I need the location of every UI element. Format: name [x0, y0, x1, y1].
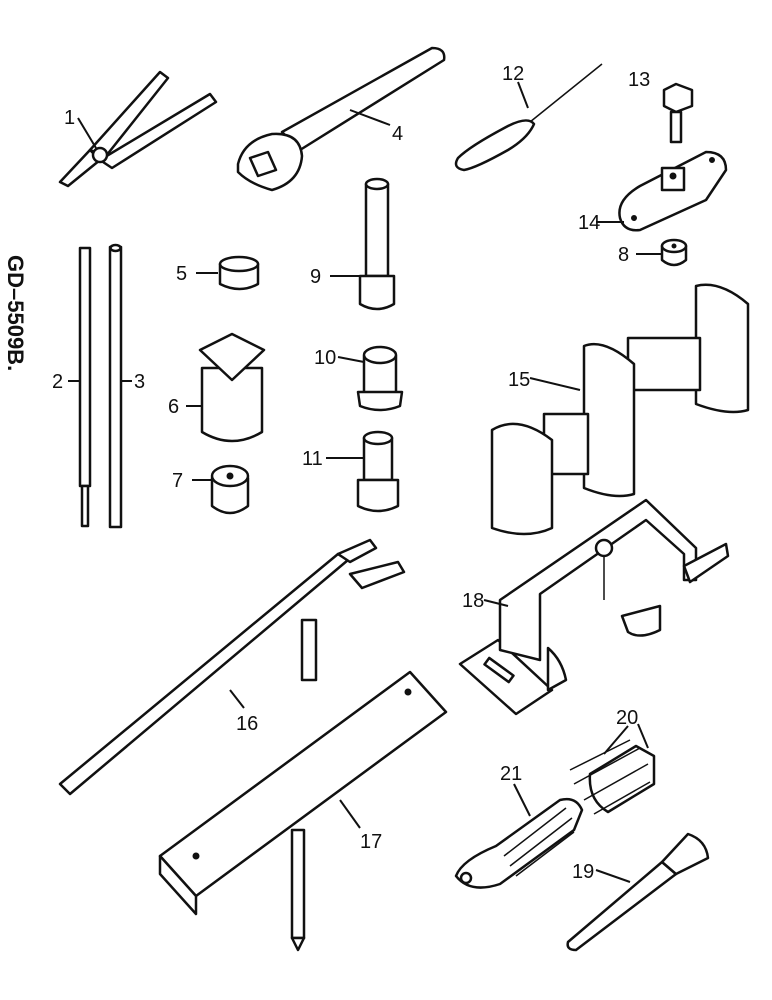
driver-icon [356, 345, 404, 412]
bolt-icon [662, 82, 694, 144]
label-13: 13 [628, 69, 650, 91]
rod-icon [78, 246, 92, 528]
screwdriver-handle-icon [454, 797, 584, 889]
plate-icon [618, 150, 728, 232]
label-1: 1 [64, 107, 75, 129]
small-drift-icon [210, 464, 250, 515]
label-12: 12 [502, 63, 524, 85]
ring-sleeve-icon [218, 255, 260, 291]
brush-icon [566, 832, 710, 952]
sleeve-driver-icon [356, 430, 400, 513]
sleeve-icon [198, 332, 266, 443]
drift-punch-icon [358, 177, 396, 311]
label-20: 20 [616, 707, 638, 729]
spool-holder-icon [490, 283, 750, 536]
nut-icon [660, 238, 688, 267]
clamp-fixture-icon [458, 498, 730, 716]
label-14: 14 [578, 212, 600, 234]
bit-set-icon [569, 739, 656, 815]
bar-tool-icon [158, 670, 448, 952]
label-4: 4 [392, 123, 403, 145]
label-10: 10 [314, 347, 336, 369]
label-15: 15 [508, 369, 530, 391]
label-5: 5 [176, 263, 187, 285]
fork-lever-icon [58, 538, 406, 796]
label-9: 9 [310, 266, 321, 288]
label-2: 2 [52, 371, 63, 393]
label-19: 19 [572, 861, 594, 883]
label-6: 6 [168, 396, 179, 418]
label-7: 7 [172, 470, 183, 492]
pliers-icon [58, 70, 218, 188]
label-16: 16 [236, 713, 258, 735]
label-21: 21 [500, 763, 522, 785]
label-18: 18 [462, 590, 484, 612]
label-17: 17 [360, 831, 382, 853]
label-11: 11 [302, 448, 323, 470]
reference-code: GD–5509B. [3, 255, 28, 371]
label-3: 3 [134, 371, 145, 393]
scriber-icon [454, 63, 603, 172]
label-8: 8 [618, 244, 629, 266]
wrench-icon [236, 46, 446, 192]
tube-rod-icon [108, 243, 123, 529]
